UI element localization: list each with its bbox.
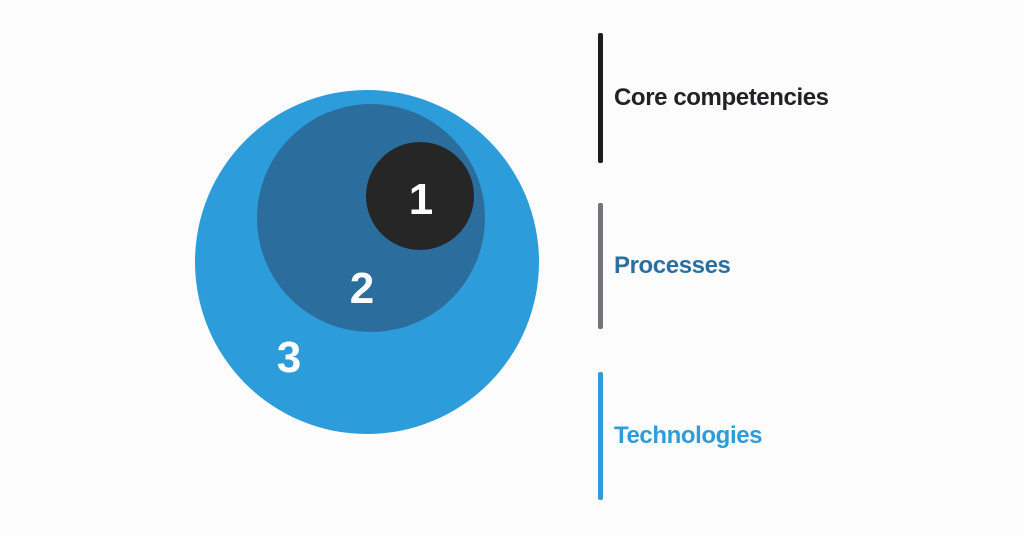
legend-label-core-competencies: Core competencies xyxy=(614,83,829,111)
legend-bar-technologies xyxy=(598,372,603,500)
legend-label-technologies: Technologies xyxy=(614,421,763,449)
circle-core-competencies xyxy=(366,142,474,250)
circle-number-technologies: 3 xyxy=(276,333,302,382)
circle-number-processes: 2 xyxy=(349,264,375,313)
legend-label-processes: Processes xyxy=(614,251,731,279)
legend-item-processes: Processes xyxy=(598,203,731,329)
legend-bar-processes xyxy=(598,203,603,329)
legend-bar-core-competencies xyxy=(598,33,603,163)
legend-item-technologies: Technologies xyxy=(598,372,763,500)
circle-number-core-competencies: 1 xyxy=(408,175,434,224)
legend-item-core-competencies: Core competencies xyxy=(598,33,829,163)
